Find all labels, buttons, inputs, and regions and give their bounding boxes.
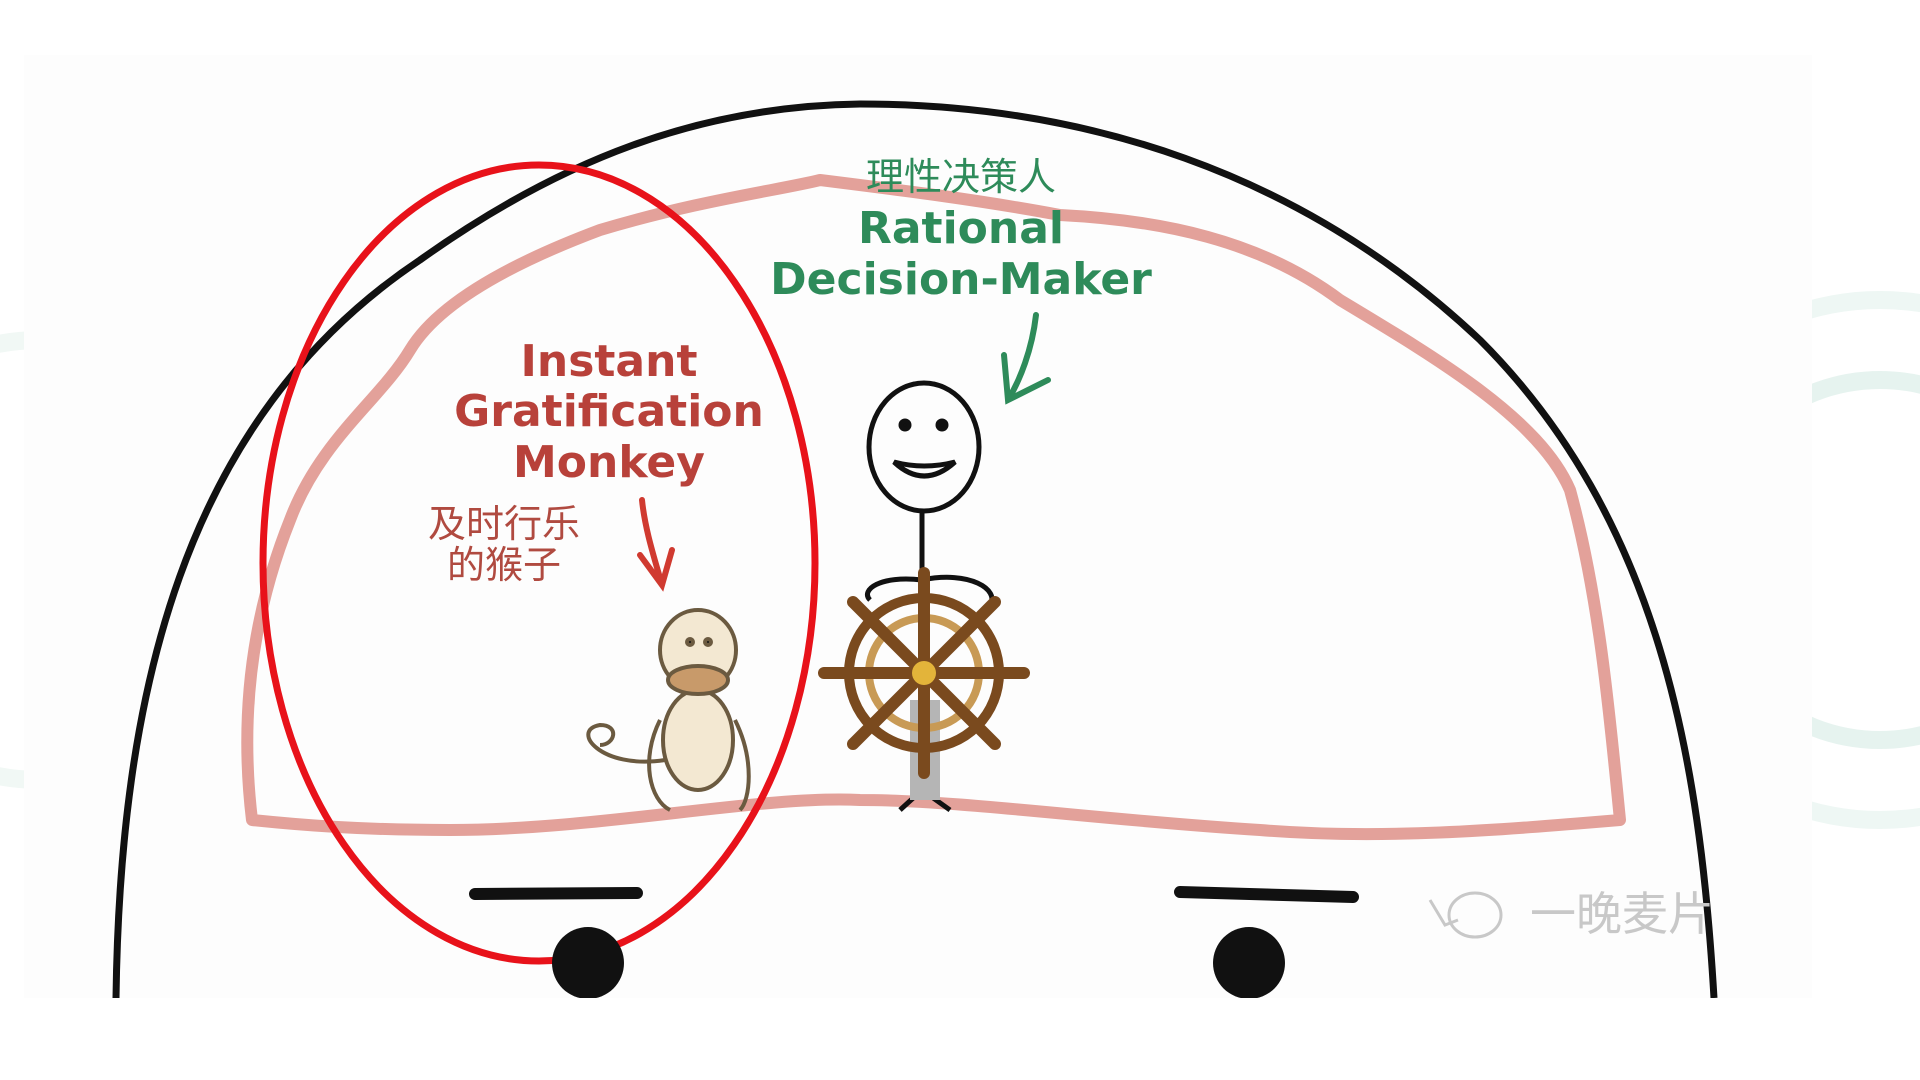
bottom-margin xyxy=(0,998,1920,1080)
monkey-label-cn-line2: 的猴子 xyxy=(447,543,561,587)
ship-wheel-icon xyxy=(818,567,1030,800)
monkey-icon xyxy=(586,608,751,812)
monkey-label-line1: Instant xyxy=(521,336,698,387)
left-eyebrow xyxy=(469,887,643,900)
left-eye xyxy=(552,927,624,999)
red-arrow-icon xyxy=(637,497,675,592)
watermark-text: 一晚麦片 xyxy=(1530,887,1714,941)
right-eye xyxy=(1213,927,1285,999)
green-arrow-icon xyxy=(1001,312,1051,405)
image-panel xyxy=(24,55,1812,998)
rational-label-cn: 理性决策人 xyxy=(866,155,1056,199)
rational-label-line1: Rational xyxy=(858,203,1064,254)
highlight-ellipse xyxy=(259,161,819,965)
monkey-label-line3: Monkey xyxy=(513,437,705,488)
brain-outline xyxy=(241,174,1626,841)
right-eyebrow xyxy=(1174,886,1359,903)
rational-label-line2: Decision-Maker xyxy=(770,254,1152,305)
monkey-label-cn-line1: 及时行乐 xyxy=(428,502,580,546)
monkey-label-line2: Gratification xyxy=(454,386,764,437)
wechat-logo-icon xyxy=(1428,891,1503,939)
head-outline xyxy=(112,100,1718,999)
